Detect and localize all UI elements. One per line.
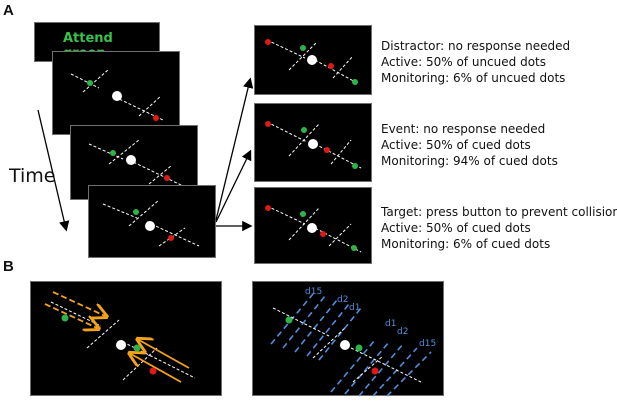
outcome-event-line-1: Event: no response needed <box>381 122 546 136</box>
outcome-target-line-1: Target: press button to prevent collisio… <box>381 205 617 219</box>
outcome-frame-distractor-scene <box>265 39 360 85</box>
panel-b-label: B <box>3 258 14 275</box>
branch-arrow-event <box>215 149 252 223</box>
outcome-distractor-line-3: Monitoring: 6% of uncued dots <box>381 71 566 85</box>
outcome-frame-target-scene <box>265 205 362 253</box>
distance-label-upper-d1: d1 <box>349 303 360 313</box>
outcome-event-line-2: Active: 50% of cued dots <box>381 138 531 152</box>
stimulus-frame-1 <box>52 51 180 135</box>
time-label: Time <box>9 165 56 187</box>
distance-label-upper-d15: d15 <box>305 287 322 297</box>
outcome-target-description: Target: press button to prevent collisio… <box>381 204 617 252</box>
panel-a-label: A <box>3 2 14 19</box>
stimulus-frame-2-scene <box>88 139 184 187</box>
distance-label-upper-d2: d2 <box>337 295 348 305</box>
stimulus-frame-3-scene <box>102 199 200 247</box>
panel-b-arrows-frame <box>30 281 222 396</box>
stimulus-frame-1-scene <box>70 69 164 121</box>
branch-arrow-distractor <box>215 77 254 221</box>
outcome-frame-event-scene <box>265 121 362 169</box>
distance-label-lower-d1: d1 <box>385 319 396 329</box>
outcome-frame-target <box>254 187 372 264</box>
panel-b-arrows-scene <box>44 291 196 383</box>
outcome-target-line-2: Active: 50% of cued dots <box>381 221 531 235</box>
outcome-distractor-line-1: Distractor: no response needed <box>381 39 571 53</box>
outcome-frame-event <box>254 103 372 182</box>
outcome-distractor-description: Distractor: no response needed Active: 5… <box>381 38 570 86</box>
outcome-event-description: Event: no response needed Active: 50% of… <box>381 121 558 169</box>
outcome-target-line-3: Monitoring: 6% of cued dots <box>381 237 551 251</box>
distance-label-lower-d2: d2 <box>397 327 408 337</box>
outcome-event-line-3: Monitoring: 94% of cued dots <box>381 154 558 168</box>
distance-label-lower-d15: d15 <box>419 339 436 349</box>
outcome-distractor-line-2: Active: 50% of uncued dots <box>381 55 546 69</box>
outcome-frame-distractor <box>254 25 372 95</box>
stimulus-frame-3 <box>88 185 216 258</box>
panel-b-distance-frame: d15 d2 d1 d1 d2 d15 <box>252 281 444 397</box>
panel-b-distance-scene: d15 d2 d1 d1 d2 d15 <box>270 287 436 397</box>
